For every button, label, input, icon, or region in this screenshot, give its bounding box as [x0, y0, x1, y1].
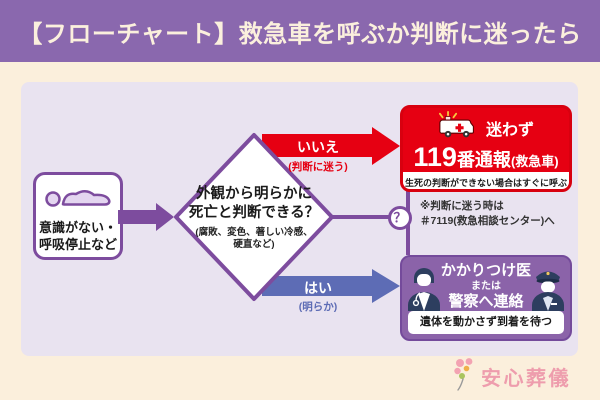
page-title: 【フローチャート】救急車を呼ぶか判断に迷ったら: [18, 20, 582, 48]
question-mark-circle: ？: [388, 206, 412, 230]
consult-note-line1: ※判断に迷う時は: [420, 200, 504, 212]
brand-text: 安心葬儀: [481, 368, 571, 390]
header-banner: 【フローチャート】救急車を呼ぶか判断に迷ったら: [0, 0, 600, 62]
call119-suffix: 番通報: [456, 150, 511, 170]
decision-line2: 死亡と判断できる？: [188, 205, 320, 221]
decision-detail2: 硬直など): [233, 239, 275, 250]
contact-line3: 警察へ連絡: [448, 293, 524, 310]
input-arrow-head: [156, 203, 174, 231]
ambulance-icon: [438, 111, 478, 145]
contact-box: かかりつけ医 または 警察へ連絡 遺体を動かさず到着を待つ: [400, 255, 572, 341]
call119-paren: (救急車): [510, 154, 559, 169]
contact-line2: または: [471, 281, 501, 292]
decision-line1: 外観から明らかに: [196, 186, 312, 202]
no-arrow-head: [372, 127, 400, 165]
start-box-label-line2: 呼吸停止など: [38, 237, 117, 252]
doctor-icon: [406, 265, 442, 316]
no-branch-label: いいえ: [297, 139, 339, 155]
input-arrow-body: [118, 210, 158, 224]
consult-note-line2: ＃7119(救急相談センター)へ: [420, 214, 555, 227]
contact-line1: かかりつけ医: [440, 262, 532, 279]
yes-branch-note: (明らか): [298, 301, 338, 313]
yes-branch-label: はい: [304, 280, 332, 296]
flower-icon: [452, 356, 478, 397]
start-box-label-line1: 意識がない・: [38, 220, 117, 235]
call119-lead: 迷わず: [485, 122, 534, 139]
yes-arrow-body: [262, 276, 374, 296]
no-arrow-body: [262, 134, 374, 157]
police-officer-icon: [530, 265, 566, 316]
decision-diamond-shape: [174, 133, 334, 301]
start-box: 意識がない・ 呼吸停止など: [33, 172, 123, 260]
consult-note: ※判断に迷う時は ＃7119(救急相談センター)へ: [420, 199, 555, 228]
contact-footnote: 遺体を動かさず到着を待つ: [408, 311, 564, 334]
decision-detail1: (腐敗、変色、著しい冷感、: [195, 227, 313, 238]
lying-person-icon: [43, 190, 113, 214]
brand-logo: 安心葬儀: [452, 356, 571, 397]
consult-connector-horizontal: [332, 215, 389, 219]
call119-footnote: 生死の判断ができない場合はすぐに呼ぶ: [403, 172, 569, 189]
yes-arrow-head: [372, 269, 400, 303]
call119-number: 119: [413, 142, 457, 172]
decision-diamond: 外観から明らかに 死亡と判断できる？ (腐敗、変色、著しい冷感、 硬直など): [179, 185, 329, 251]
no-branch-note: (判断に迷う): [288, 161, 348, 173]
